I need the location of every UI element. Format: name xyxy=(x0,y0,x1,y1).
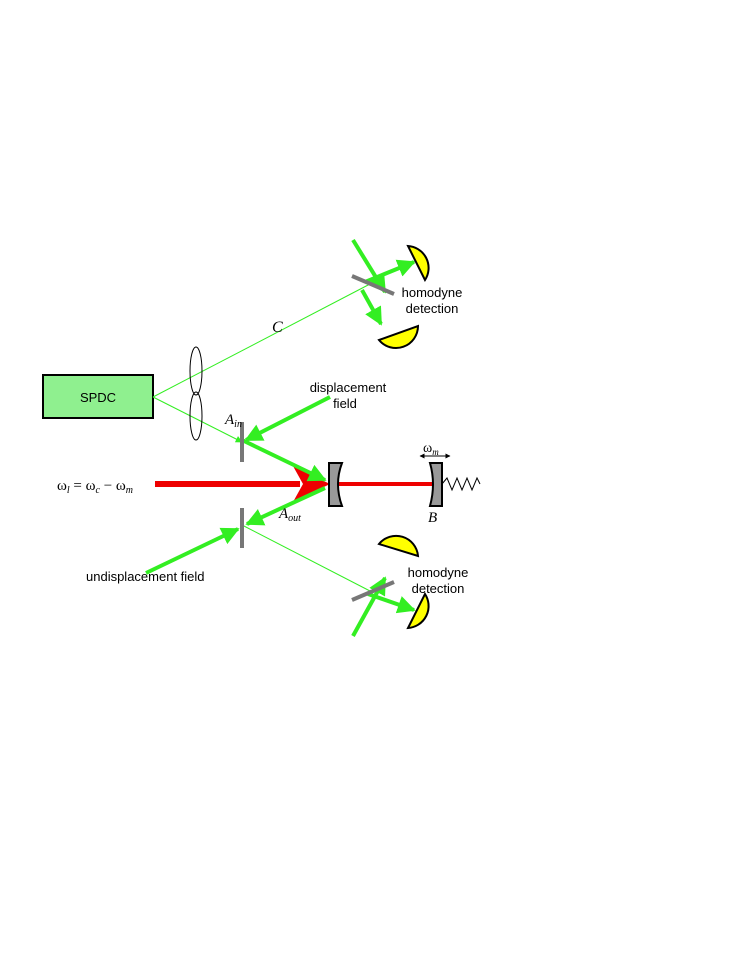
beam-a-out-thin xyxy=(241,524,371,592)
detector-top-upper xyxy=(406,244,430,283)
movable-mirror xyxy=(428,462,443,507)
beam-into-cavity xyxy=(241,438,327,482)
detector-bottom-lower xyxy=(406,591,430,630)
displacement-beam xyxy=(244,395,331,442)
mirror-spring xyxy=(441,476,481,492)
pump-laser xyxy=(155,466,432,502)
spdc-label: SPDC xyxy=(80,390,116,405)
mechanical-frequency-label: ωm xyxy=(423,441,439,457)
spdc-source: SPDC xyxy=(42,374,154,419)
cavity-input-mirror xyxy=(328,462,344,507)
mode-b-label: B xyxy=(428,510,437,526)
mode-a-in-label: Ain xyxy=(224,412,242,430)
beam-out-of-cavity xyxy=(245,486,326,526)
beam-a-in-thin xyxy=(152,396,243,443)
laser-frequency-equation: ωl = ωc − ωm xyxy=(57,478,133,496)
homodyne-top-line2: detection xyxy=(406,301,459,316)
homodyne-bottom: homodyne detection xyxy=(351,534,469,637)
homodyne-bottom-line1: homodyne xyxy=(408,565,469,580)
undisplacement-field-label: undisplacement field xyxy=(86,569,205,584)
beam-c-thin xyxy=(152,283,371,398)
homodyne-top: homodyne detection xyxy=(351,238,463,350)
lens-bottom xyxy=(189,391,203,441)
lens-top xyxy=(189,346,203,396)
mode-a-out-label: Aout xyxy=(278,506,301,524)
detector-top-lower xyxy=(377,324,420,350)
undisplacement-beam xyxy=(145,527,240,575)
displacement-field-line2: field xyxy=(333,396,357,411)
displacement-field-line1: displacement xyxy=(310,380,387,395)
detector-bottom-upper xyxy=(377,534,420,558)
homodyne-top-line1: homodyne xyxy=(402,285,463,300)
homodyne-bottom-line2: detection xyxy=(412,581,465,596)
mode-c-label: C xyxy=(272,319,283,336)
